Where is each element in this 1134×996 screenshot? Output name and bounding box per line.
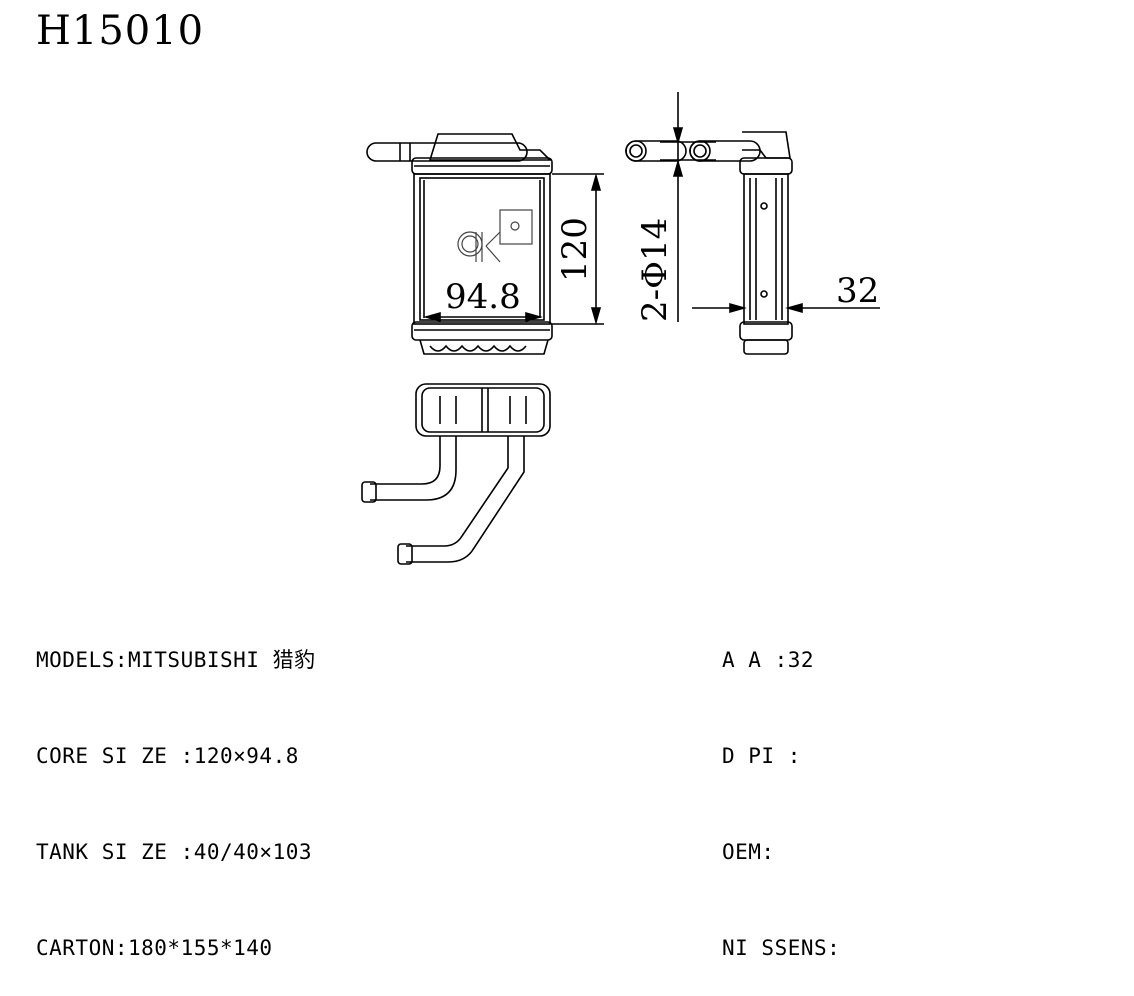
spec-nissens: NI SSENS: (722, 936, 841, 960)
height-dimension-label: 120 (555, 217, 595, 282)
front-view (366, 133, 604, 355)
width-dimension-label: 94.8 (445, 277, 521, 317)
bottom-view (361, 383, 551, 565)
specs-left: MODELS:MITSUBISHI 猎豹 CORE SI ZE :120×94.… (36, 580, 316, 996)
spec-aa: A A :32 (722, 648, 815, 672)
side-view (625, 92, 880, 355)
spec-models: MODELS:MITSUBISHI 猎豹 (36, 648, 316, 672)
part-number-title: H15010 (36, 8, 205, 54)
brand-logo (457, 209, 533, 263)
spec-dpi: D PI : (722, 744, 801, 768)
heater-core-drawing: 94.8 120 32 2-Φ14 (361, 92, 880, 565)
spec-oem: OEM: (722, 840, 775, 864)
specs-right: A A :32 D PI : OEM: NI SSENS: (722, 580, 840, 996)
thickness-dimension-label: 32 (836, 271, 879, 311)
spec-core-size: CORE SI ZE :120×94.8 (36, 744, 299, 768)
spec-carton: CARTON:180*155*140 (36, 936, 273, 960)
pipe-diameter-label: 2-Φ14 (635, 218, 675, 322)
spec-tank-size: TANK SI ZE :40/40×103 (36, 840, 313, 864)
